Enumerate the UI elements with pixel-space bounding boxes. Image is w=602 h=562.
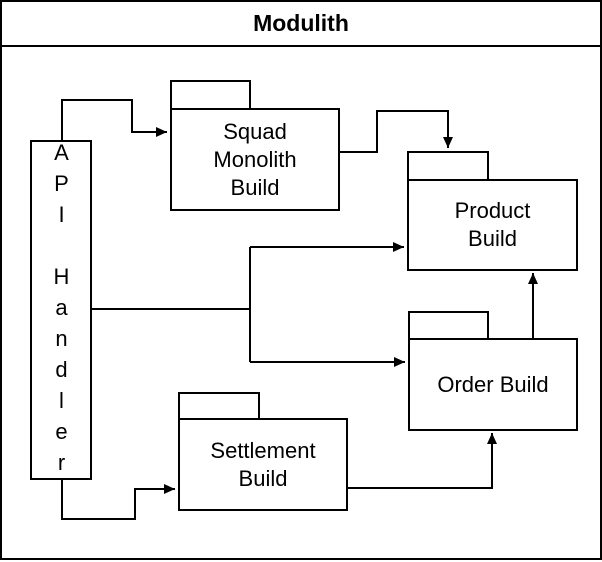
node-settlement-build-body: Settlement Build [178,418,348,511]
node-settlement-build-tab [178,392,260,420]
node-squad-monolith-build-tab [170,80,251,110]
node-order-build-tab [408,311,489,340]
edge-api-to-squad [61,99,167,141]
diagram-title: Modulith [2,2,600,47]
edge-squad-to-product [339,110,453,153]
node-api-handler: API Handler [30,139,92,481]
node-product-build-body: Product Build [407,179,578,271]
node-settlement-build-label: Settlement Build [210,437,316,491]
node-product-build-label: Product Build [454,198,531,251]
node-api-handler-label: API Handler [49,139,74,481]
node-order-build-body: Order Build [408,338,578,431]
node-squad-monolith-build-body: Squad Monolith Build [170,108,340,211]
node-product-build-tab [407,151,489,181]
edge-settlement-to-order [348,433,497,489]
node-order-build-label: Order Build [437,371,549,397]
edge-api-to-settlement [61,479,175,520]
node-squad-monolith-build-label: Squad Monolith Build [213,118,297,200]
